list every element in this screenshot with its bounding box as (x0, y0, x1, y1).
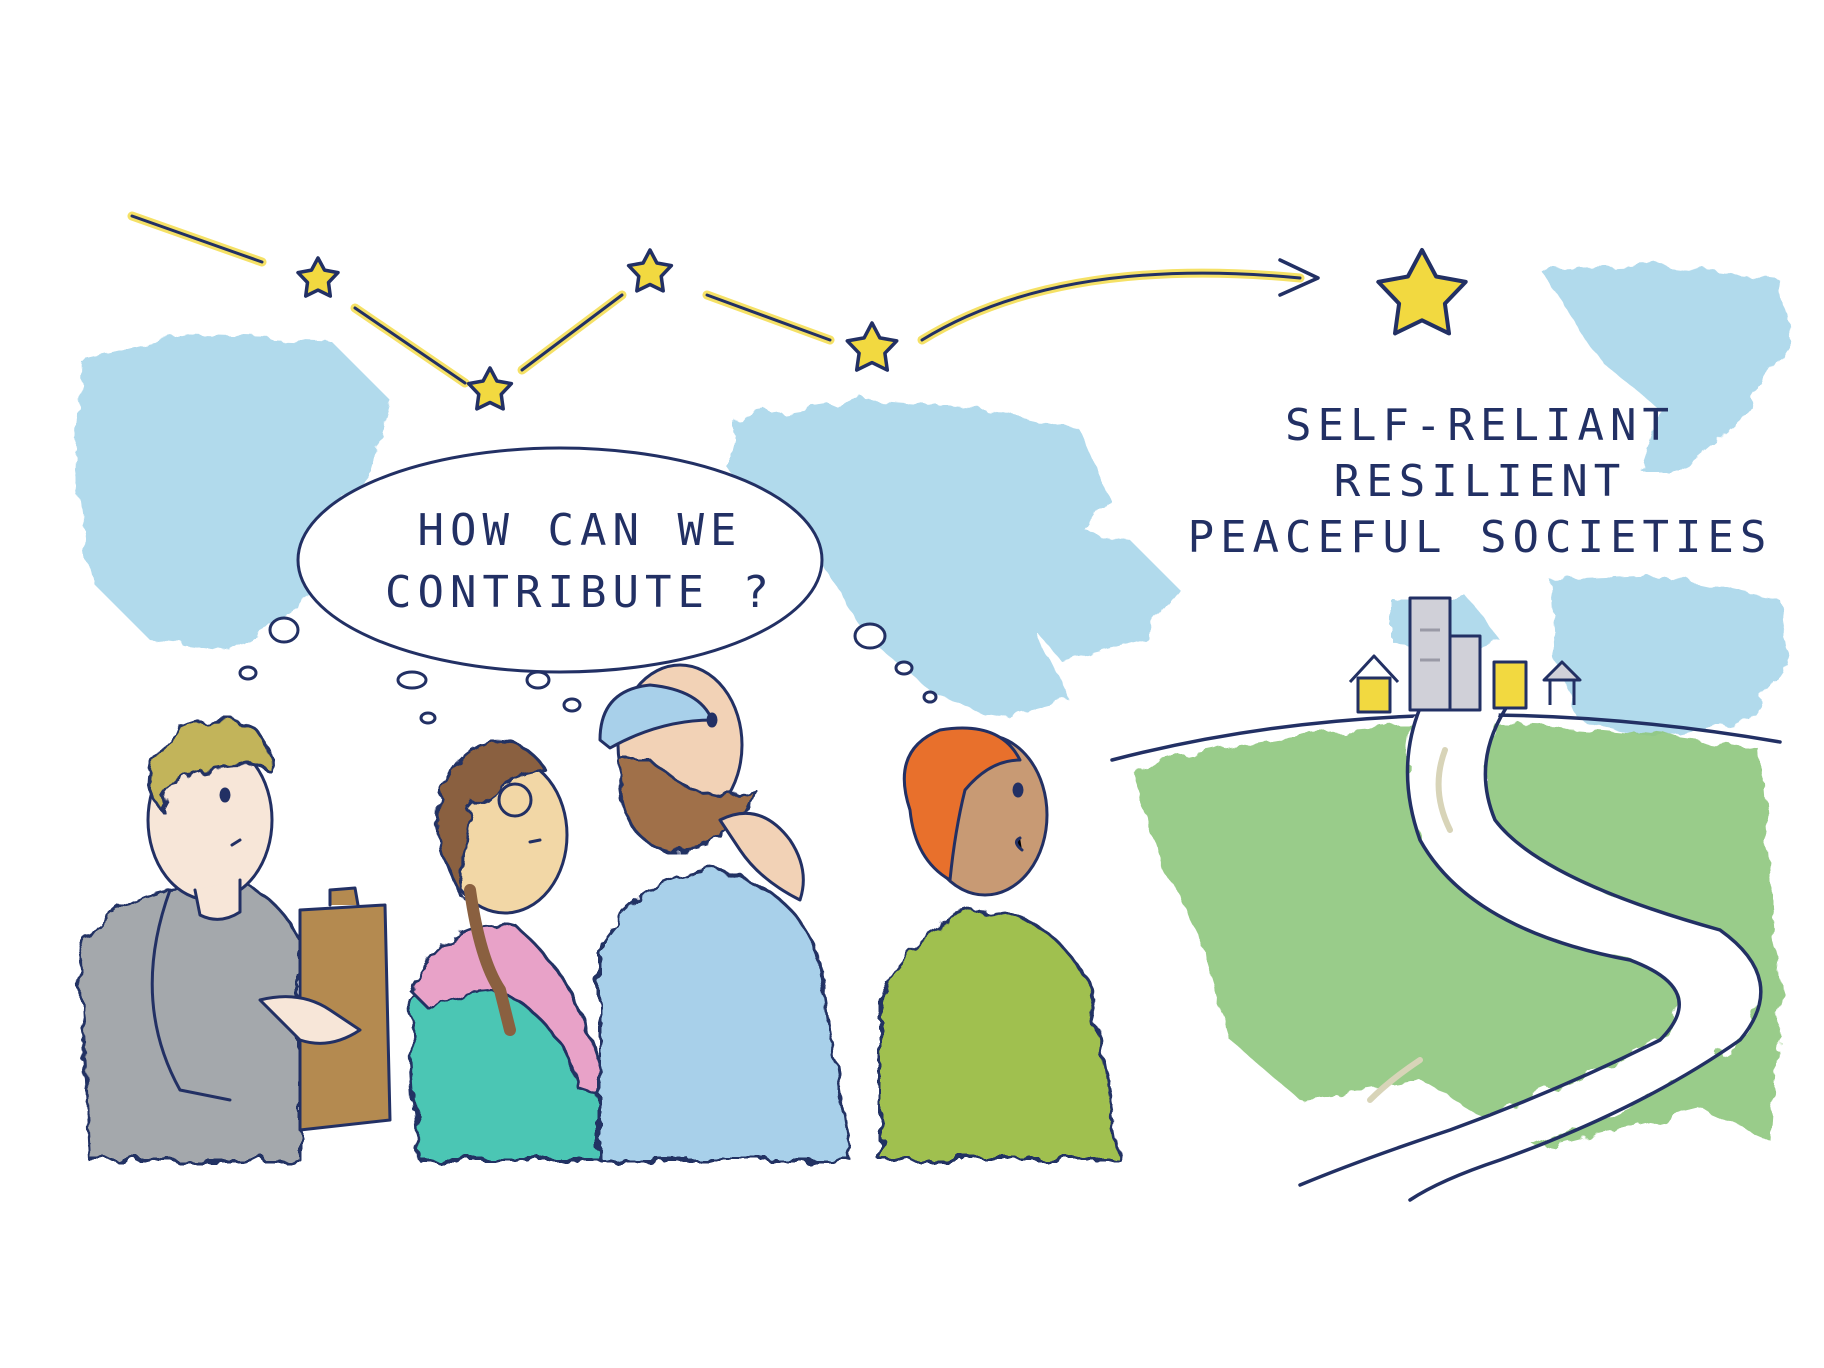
thought-bubble-outline (296, 446, 824, 674)
people (78, 663, 1122, 1162)
goal-line-3: PEACEFUL SOCIETIES (1187, 512, 1773, 563)
house-icon (1356, 676, 1392, 714)
star-icon (296, 256, 340, 298)
arrow-head-icon (1278, 258, 1320, 297)
person-clipboard (78, 718, 392, 1162)
star-path (127, 211, 1320, 388)
person-glasses (408, 741, 612, 1162)
sky-patch-right-bottom (1550, 575, 1790, 740)
pavilion-icon (1542, 660, 1582, 705)
goal-line-1: SELF-RELIANT (1285, 400, 1675, 451)
road-edge-right (1408, 700, 1763, 1202)
person-turban (878, 726, 1122, 1162)
town (1348, 596, 1582, 714)
star-icon (466, 366, 514, 411)
goal-star-icon (1376, 248, 1468, 336)
goal-text: SELF-RELIANT RESILIENT PEACEFUL SOCIETIE… (1170, 398, 1790, 566)
hill (1110, 596, 1782, 1202)
road-edge-left (1298, 706, 1681, 1187)
glasses-icon (497, 782, 533, 818)
person-bearded (598, 663, 852, 1162)
cap-icon (598, 683, 714, 750)
road (1407, 700, 1761, 1160)
thought-bubble-line-2: CONTRIBUTE ? (385, 567, 775, 618)
thought-bubble-text: HOW CAN WE CONTRIBUTE ? (330, 500, 830, 624)
sky-patch-center-2 (1010, 520, 1180, 660)
star-icon (626, 248, 674, 293)
turban-icon (902, 726, 1022, 882)
goal-line-2: RESILIENT (1333, 456, 1627, 507)
thought-bubble (238, 446, 938, 725)
stars (296, 248, 1468, 411)
tower-icon (1408, 596, 1452, 712)
shop-icon (1492, 660, 1528, 710)
thought-bubble-line-1: HOW CAN WE (417, 505, 743, 556)
sky-patch-right-top (1540, 265, 1790, 470)
building-icon (1448, 634, 1482, 712)
clipboard-icon (298, 903, 392, 1132)
sky-patches (75, 265, 1790, 740)
star-icon (845, 321, 899, 372)
grass-field (1130, 724, 1780, 1150)
sky-patch-center (730, 400, 1110, 720)
